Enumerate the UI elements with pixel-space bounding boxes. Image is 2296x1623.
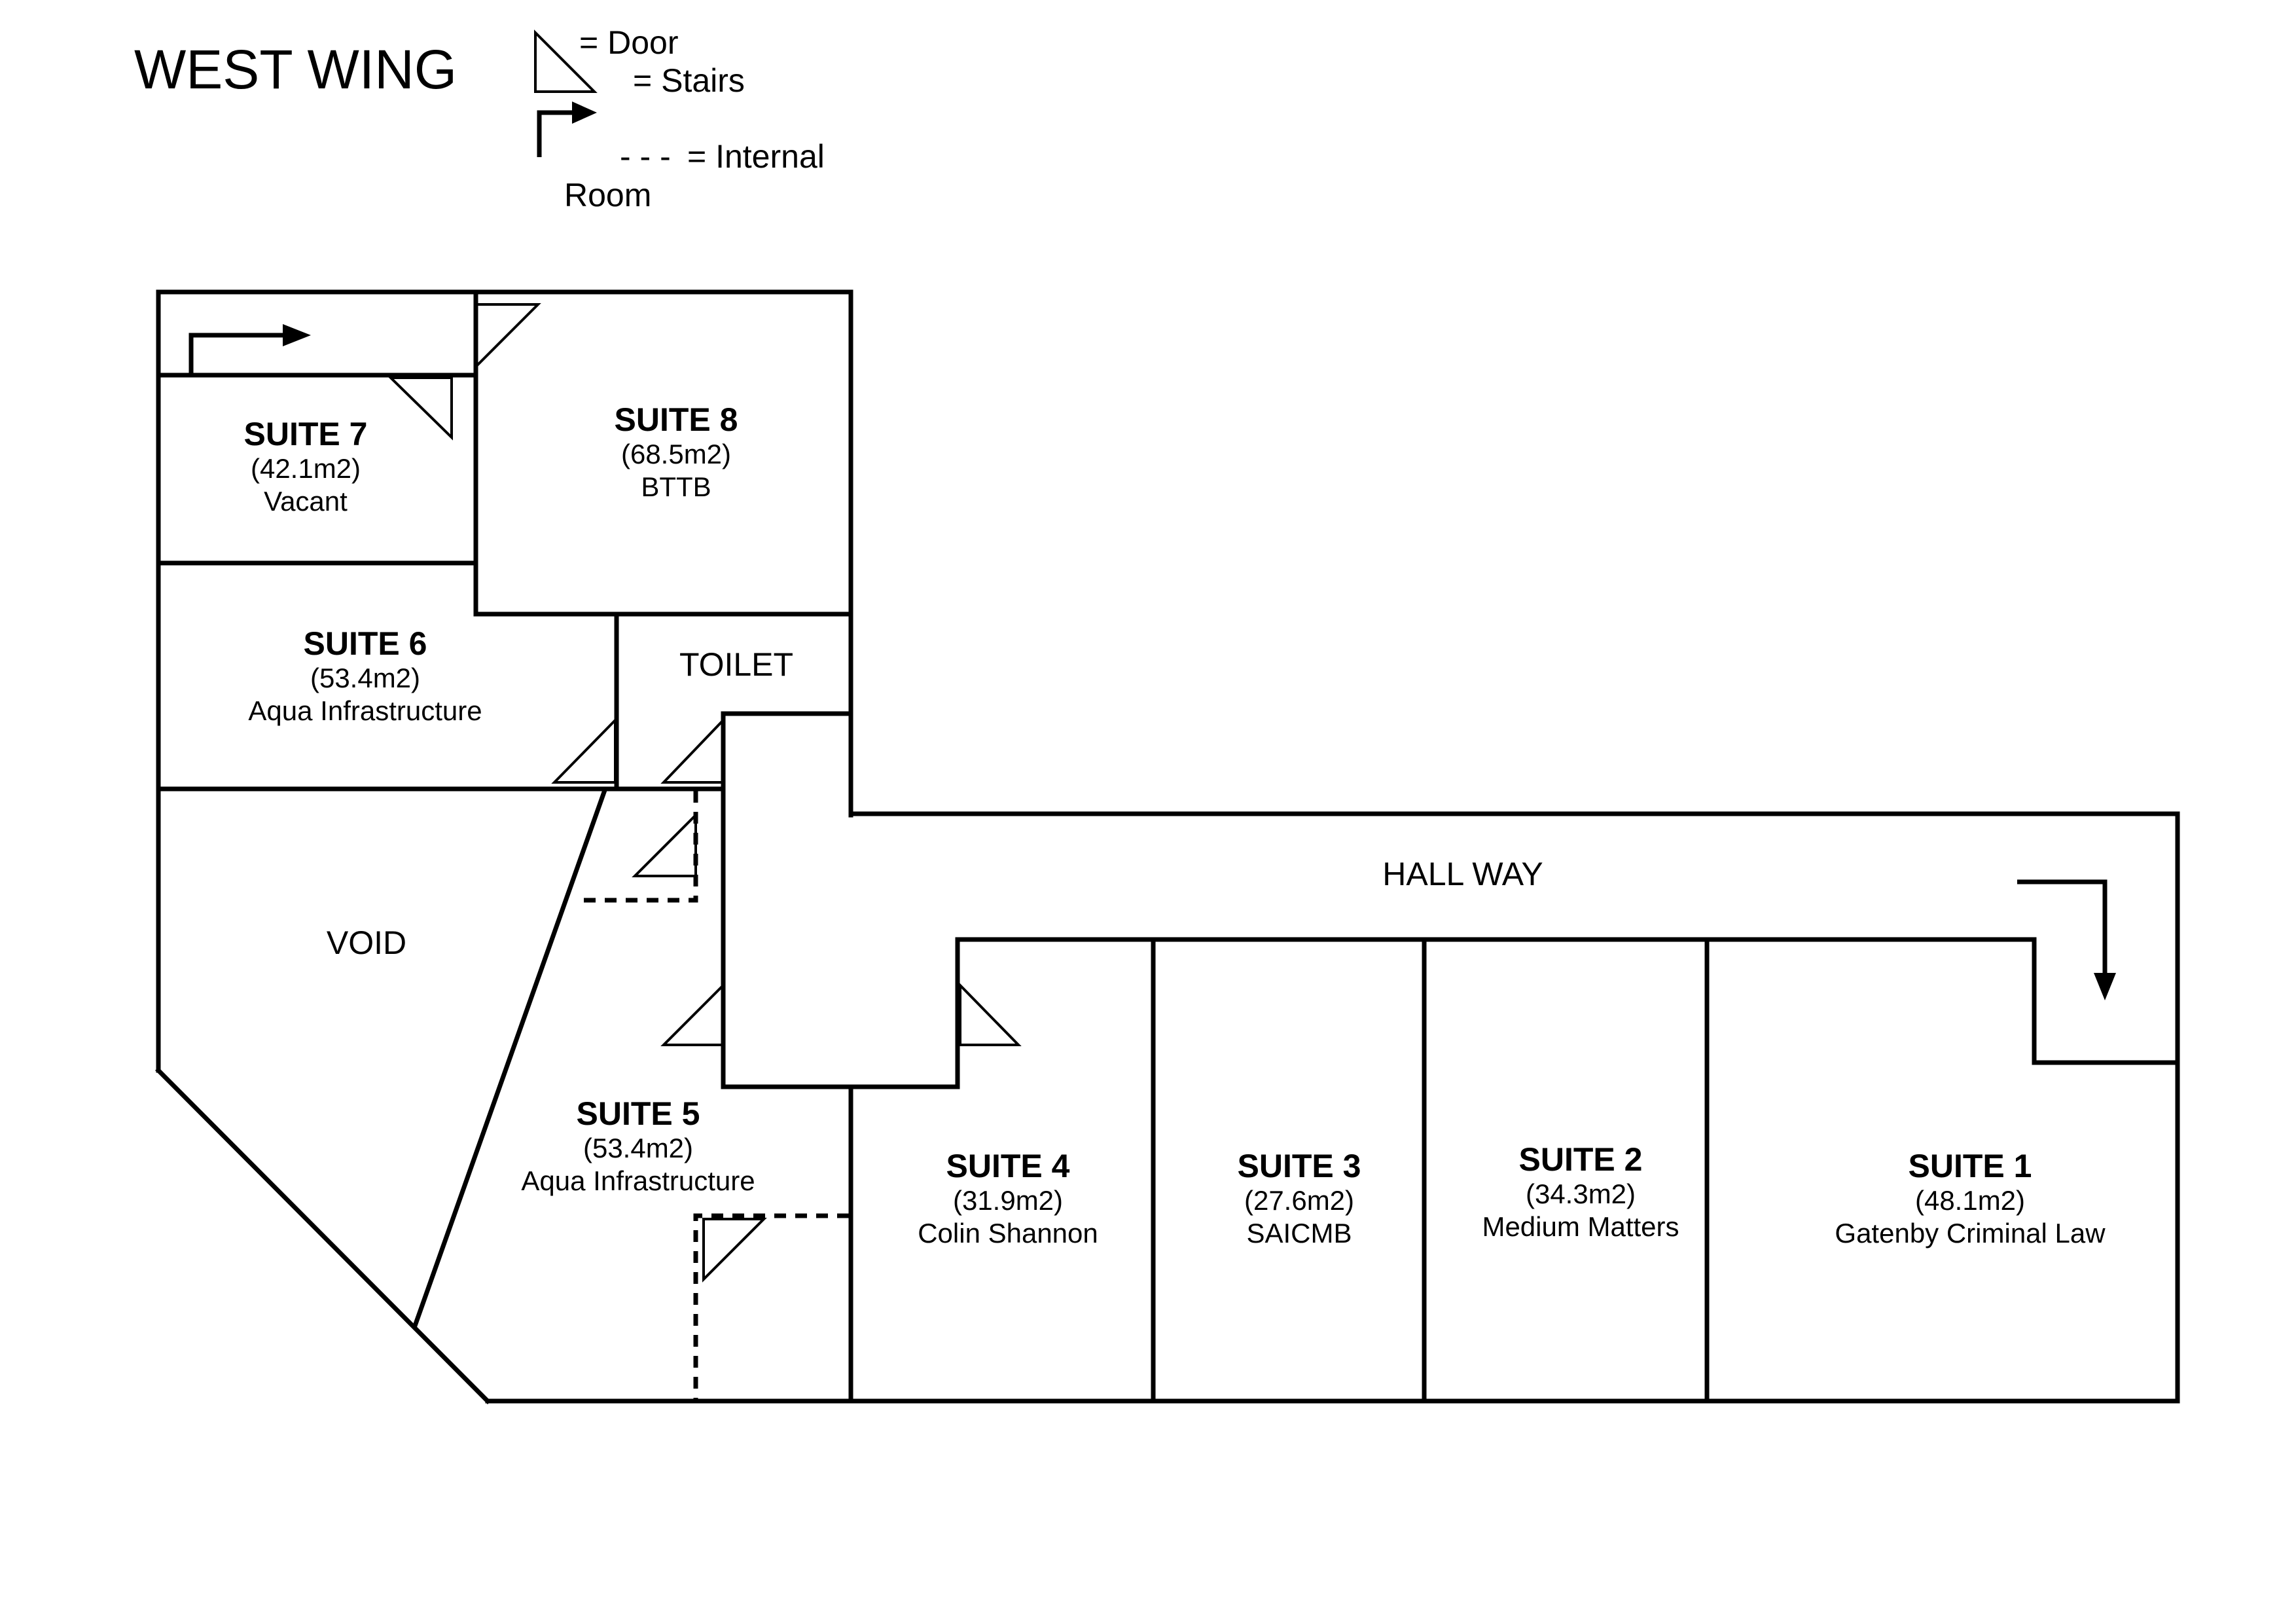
suite-name: SUITE 8 bbox=[615, 401, 738, 438]
walls bbox=[155, 289, 2180, 1404]
suite-area: (27.6m2) bbox=[1244, 1185, 1354, 1216]
stairs-arrow-icon bbox=[537, 101, 597, 157]
stairs-arrow-icon bbox=[188, 324, 311, 375]
suite-tenant: Vacant bbox=[264, 486, 348, 517]
suite-1: SUITE 1 (48.1m2) Gatenby Criminal Law bbox=[1835, 1148, 2106, 1249]
suite-name: SUITE 5 bbox=[577, 1095, 700, 1132]
door-triangle-icon bbox=[475, 303, 541, 370]
suite-name: SUITE 3 bbox=[1238, 1148, 1361, 1184]
suite-area: (34.3m2) bbox=[1526, 1178, 1636, 1209]
suite-tenant: Gatenby Criminal Law bbox=[1835, 1218, 2106, 1249]
door-triangle-icon bbox=[632, 812, 697, 877]
suite-area: (31.9m2) bbox=[953, 1185, 1063, 1216]
legend: = Door = Stairs - - - = Internal Room bbox=[534, 24, 825, 213]
suite-name: SUITE 2 bbox=[1519, 1141, 1643, 1178]
suite-area: (68.5m2) bbox=[621, 439, 731, 469]
door-triangle-icon bbox=[387, 376, 453, 441]
door-triangle-icon bbox=[534, 29, 598, 93]
suite-2: SUITE 2 (34.3m2) Medium Matters bbox=[1482, 1141, 1679, 1242]
suite-3: SUITE 3 (27.6m2) SAICMB bbox=[1238, 1148, 1361, 1249]
suite-name: SUITE 1 bbox=[1909, 1148, 2032, 1184]
door-triangle-icon bbox=[660, 982, 725, 1046]
hallway-label: HALL WAY bbox=[1382, 856, 1543, 892]
suite-area: (42.1m2) bbox=[251, 453, 361, 484]
legend-internal-label: = Internal bbox=[687, 138, 825, 175]
doors bbox=[387, 303, 1022, 1283]
internal-rooms bbox=[575, 791, 849, 1401]
suite-tenant: BTTB bbox=[641, 471, 711, 502]
door-triangle-icon bbox=[660, 717, 725, 784]
suite-6: SUITE 6 (53.4m2) Aqua Infrastructure bbox=[248, 625, 482, 726]
suite-tenant: Aqua Infrastructure bbox=[248, 695, 482, 726]
stairs-arrow-icon bbox=[2017, 879, 2116, 1000]
door-triangle-icon bbox=[959, 982, 1022, 1046]
door-triangle-icon bbox=[551, 717, 617, 784]
suite-area: (53.4m2) bbox=[583, 1133, 693, 1163]
suite-name: SUITE 6 bbox=[304, 625, 427, 662]
suite-7: SUITE 7 (42.1m2) Vacant bbox=[244, 416, 368, 517]
suite-area: (48.1m2) bbox=[1915, 1185, 2025, 1216]
door-triangle-icon bbox=[702, 1218, 767, 1283]
suite-name: SUITE 7 bbox=[244, 416, 368, 452]
suite-tenant: Colin Shannon bbox=[918, 1218, 1098, 1249]
legend-internal-dash: - - - bbox=[620, 138, 671, 175]
legend-door-label: = Door bbox=[579, 24, 678, 61]
suite-5: SUITE 5 (53.4m2) Aqua Infrastructure bbox=[521, 1095, 755, 1196]
suite-8: SUITE 8 (68.5m2) BTTB bbox=[615, 401, 738, 502]
toilet-label: TOILET bbox=[679, 646, 793, 683]
suite-tenant: SAICMB bbox=[1246, 1218, 1352, 1249]
legend-stairs-label: = Stairs bbox=[633, 62, 745, 99]
suite-tenant: Medium Matters bbox=[1482, 1211, 1679, 1242]
suite-4: SUITE 4 (31.9m2) Colin Shannon bbox=[918, 1148, 1098, 1249]
suite-area: (53.4m2) bbox=[310, 663, 420, 693]
page-title: WEST WING bbox=[134, 39, 457, 100]
legend-room-label: Room bbox=[564, 177, 651, 213]
suite-tenant: Aqua Infrastructure bbox=[521, 1165, 755, 1196]
void-label: VOID bbox=[327, 924, 406, 961]
suite-name: SUITE 4 bbox=[946, 1148, 1070, 1184]
